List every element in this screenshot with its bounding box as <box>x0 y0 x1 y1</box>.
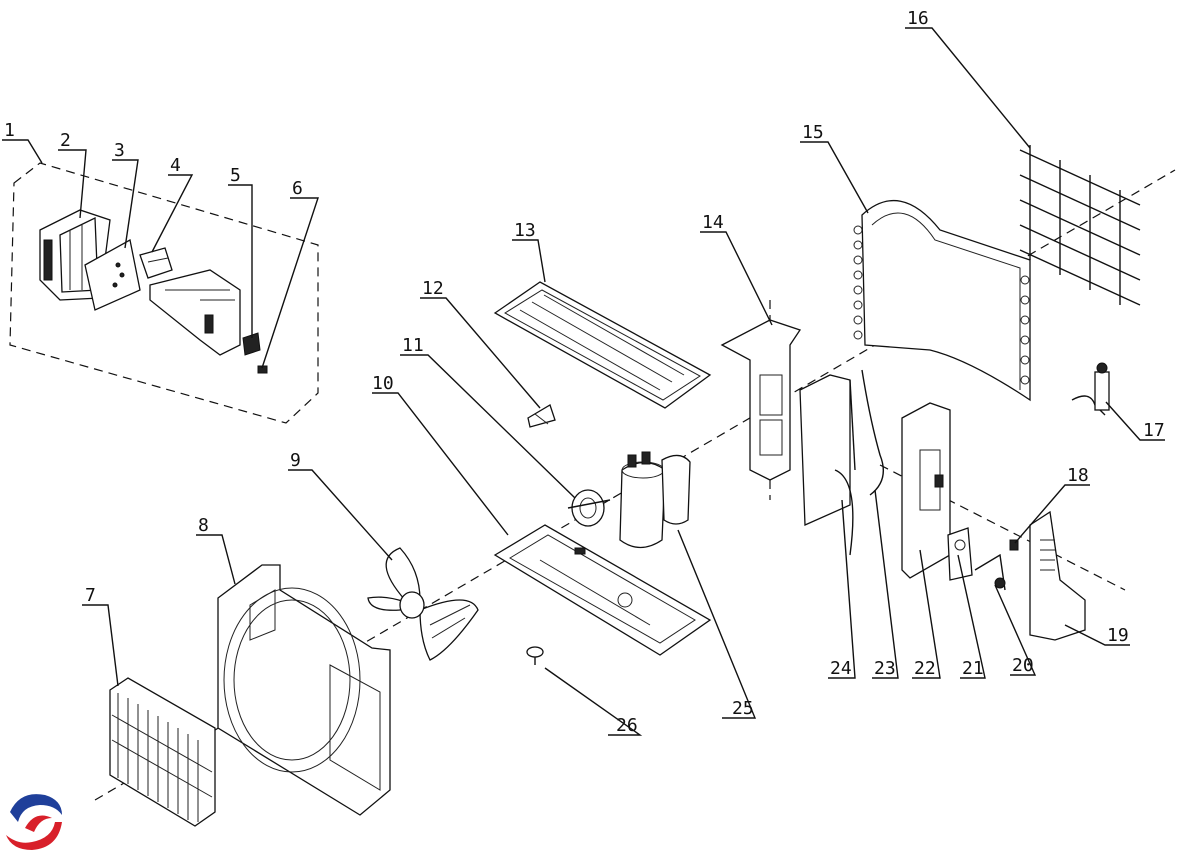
rear-grille-part <box>1019 145 1141 306</box>
right-side-plate-part <box>901 402 951 579</box>
control-box-group-outline <box>9 162 319 424</box>
callout-6: 6 <box>292 178 303 199</box>
fan-motor-part <box>567 489 611 527</box>
callout-13: 13 <box>514 220 536 241</box>
callout-11: 11 <box>402 335 424 356</box>
brand-logo <box>6 794 62 850</box>
callout-5: 5 <box>230 165 241 186</box>
service-valve-part <box>1071 362 1110 416</box>
callout-20: 20 <box>1012 655 1034 676</box>
compressor-part <box>619 451 691 549</box>
base-pan-part <box>493 524 712 656</box>
callout-19: 19 <box>1107 625 1129 646</box>
callout-17: 17 <box>1143 420 1165 441</box>
condenser-coil-part <box>853 200 1031 402</box>
callout-8: 8 <box>198 515 209 536</box>
callout-10: 10 <box>372 373 394 394</box>
capillary-tube-part <box>861 369 884 496</box>
callout-18: 18 <box>1067 465 1089 486</box>
main-control-board-part <box>149 269 241 356</box>
drain-joint-part <box>526 646 544 665</box>
callout-16: 16 <box>907 8 929 29</box>
callout-21: 21 <box>962 658 984 679</box>
valve-cover-part <box>1029 510 1086 641</box>
leader-lines <box>2 27 1165 736</box>
reactor-part <box>139 247 173 279</box>
callout-15: 15 <box>802 122 824 143</box>
front-grille-part <box>109 677 216 827</box>
clip-bracket-part <box>527 404 556 428</box>
callout-25: 25 <box>732 698 754 719</box>
top-cover-part <box>493 281 712 409</box>
three-way-valve-part <box>1009 539 1019 551</box>
callout-2: 2 <box>60 130 71 151</box>
pipe-assembly-part <box>799 374 856 556</box>
middle-partition-part <box>720 319 802 481</box>
callout-9: 9 <box>290 450 301 471</box>
front-panel-part <box>217 564 391 816</box>
terminal-block-part <box>242 332 261 356</box>
valve-bracket-part <box>947 527 973 581</box>
callout-1: 1 <box>4 120 15 141</box>
callout-14: 14 <box>702 212 724 233</box>
callout-24: 24 <box>830 658 852 679</box>
callout-22: 22 <box>914 658 936 679</box>
callout-12: 12 <box>422 278 444 299</box>
two-way-valve-part <box>974 553 1006 591</box>
callout-4: 4 <box>170 155 181 176</box>
callout-23: 23 <box>874 658 896 679</box>
callout-labels: 1 2 3 4 5 6 7 8 9 10 11 12 13 14 15 16 1… <box>4 8 1165 736</box>
callout-26: 26 <box>616 715 638 736</box>
pcb-board-part <box>84 238 141 311</box>
callout-3: 3 <box>114 140 125 161</box>
callout-7: 7 <box>85 585 96 606</box>
fan-blade-part <box>367 547 479 661</box>
